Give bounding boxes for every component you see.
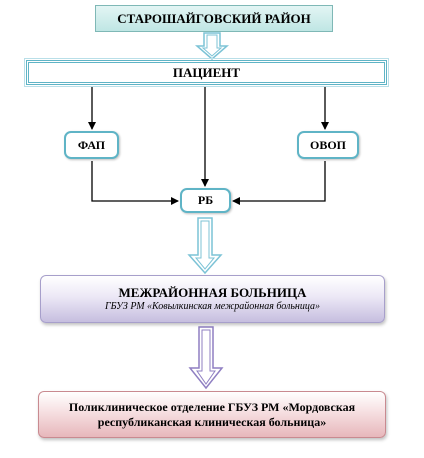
ovop-label: ОВОП <box>309 137 346 152</box>
hollow-arrow-interdistrict-to-polyclinic <box>188 326 224 390</box>
arrow-fap-to-rb <box>91 161 179 205</box>
hollow-arrow-rb-to-interdistrict <box>187 217 223 275</box>
interdistrict-subtitle: ГБУЗ РМ «Ковылкинская межрайонная больни… <box>104 301 321 312</box>
district-box: СТАРОШАЙГОВСКИЙ РАЙОН <box>95 5 333 32</box>
interdistrict-hospital-box: МЕЖРАЙОННАЯ БОЛЬНИЦА ГБУЗ РМ «Ковылкинск… <box>40 275 385 323</box>
polyclinic-label: Поликлиническое отделение ГБУЗ РМ «Мордо… <box>68 399 356 429</box>
hollow-arrow-rb-to-interdistrict-inner <box>194 220 216 270</box>
fap-box: ФАП <box>64 131 119 159</box>
hollow-arrow-interdistrict-to-polyclinic-inner <box>196 329 216 385</box>
polyclinic-box: Поликлиническое отделение ГБУЗ РМ «Мордо… <box>38 391 386 438</box>
hollow-arrow-top-to-patient <box>194 32 230 60</box>
fap-label: ФАП <box>77 137 106 152</box>
patient-box: ПАЦИЕНТ <box>24 58 389 87</box>
interdistrict-title: МЕЖРАЙОННАЯ БОЛЬНИЦА <box>118 285 307 300</box>
district-label: СТАРОШАЙГОВСКИЙ РАЙОН <box>117 10 311 26</box>
patient-label: ПАЦИЕНТ <box>172 64 241 80</box>
arrow-ovop-to-rb <box>232 161 326 205</box>
hollow-arrow-top-to-patient-inner <box>201 34 223 57</box>
rb-box: РБ <box>180 188 231 213</box>
ovop-box: ОВОП <box>297 131 359 159</box>
rb-label: РБ <box>197 193 214 207</box>
